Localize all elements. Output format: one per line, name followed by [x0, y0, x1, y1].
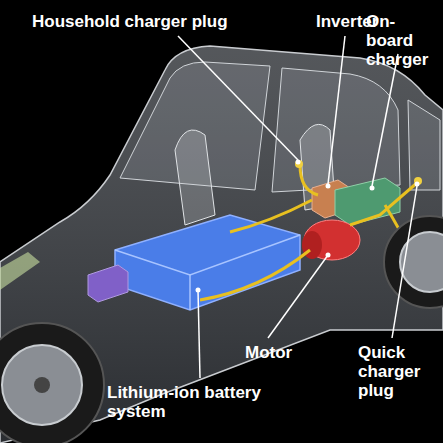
- wheel: [0, 323, 104, 443]
- battery-edge: [115, 235, 300, 275]
- battery-edge: [189, 275, 191, 310]
- wheel-rim: [400, 232, 443, 292]
- window: [272, 68, 400, 192]
- cable: [200, 165, 418, 300]
- leader-dot: [196, 288, 201, 293]
- leader-line: [372, 54, 398, 186]
- seat: [175, 130, 215, 225]
- part-label: Lithium-ion battery system: [107, 383, 307, 421]
- leader-dot: [326, 184, 331, 189]
- leader-line: [198, 290, 200, 378]
- leader-dot: [296, 160, 301, 165]
- wheel-rim: [2, 345, 82, 425]
- part-label: On-board charger: [366, 12, 440, 69]
- leader-dot: [415, 182, 420, 187]
- headlight: [0, 252, 40, 290]
- car-body: [0, 46, 443, 443]
- charger-plug: [295, 160, 303, 168]
- wheel: [384, 216, 443, 308]
- part-label: Household charger plug: [32, 12, 228, 31]
- window: [408, 100, 440, 190]
- leader-line: [328, 36, 345, 184]
- controller-box: [88, 265, 128, 302]
- leader-dot: [326, 253, 331, 258]
- wheel-hub: [34, 377, 50, 393]
- leader-line: [268, 255, 328, 338]
- part-label: Motor: [245, 343, 292, 362]
- leader-dot: [370, 186, 375, 191]
- part-label: Quick charger plug: [358, 343, 438, 400]
- leader-line: [392, 186, 417, 338]
- leader-line: [178, 36, 298, 160]
- battery: [115, 215, 300, 310]
